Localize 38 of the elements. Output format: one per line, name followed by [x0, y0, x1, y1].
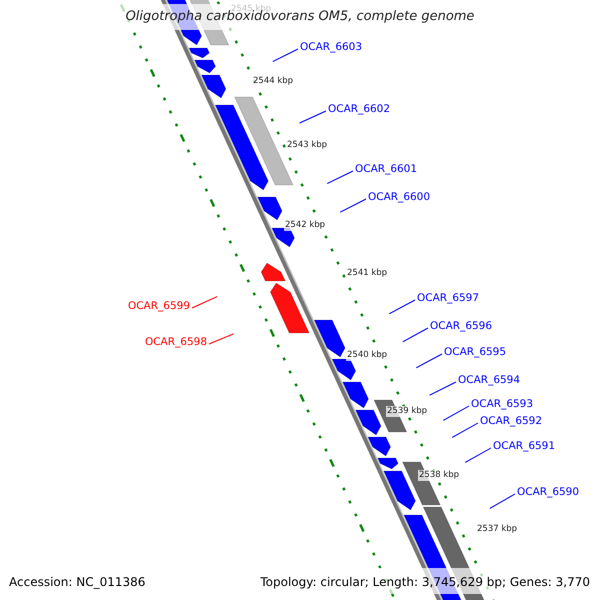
- scale-label: 2543 kbp: [286, 140, 328, 150]
- leader-line: [442, 406, 470, 421]
- gene-label: OCAR_6593: [471, 399, 534, 410]
- gene-label: OCAR_6597: [417, 293, 480, 304]
- gene-label: OCAR_6603: [300, 42, 362, 52]
- leader-line: [429, 382, 456, 396]
- leader-line: [388, 300, 416, 314]
- gene-label: OCAR_6602: [328, 104, 390, 114]
- scale-label: 2541 kbp: [346, 268, 388, 278]
- leader-line: [272, 48, 298, 62]
- gene-label: OCAR_6601: [355, 164, 418, 174]
- leader-line: [464, 448, 492, 463]
- leader-line: [326, 170, 354, 184]
- leader-line: [192, 296, 218, 308]
- leader-line: [489, 494, 516, 509]
- gene-label: OCAR_6596: [430, 321, 492, 332]
- gene-label: OCAR_6590: [517, 487, 580, 498]
- accession-text: Accession: NC_011386: [9, 576, 146, 588]
- scale-label: 2542 kbp: [284, 220, 326, 230]
- scale-label: 2537 kbp: [476, 524, 518, 534]
- gene-label: OCAR_6594: [458, 375, 520, 386]
- leader-line: [452, 422, 478, 438]
- leader-line: [340, 198, 366, 213]
- genome-stats-text: Topology: circular; Length: 3,745,629 bp; Genes: 3,770: [260, 576, 590, 588]
- leader-line: [208, 333, 234, 344]
- leader-line: [416, 354, 442, 368]
- gene-label: OCAR_6591: [493, 441, 556, 452]
- gene-label: OCAR_6599: [128, 301, 190, 312]
- scale-label: 2539 kbp: [386, 406, 428, 416]
- scale-label: 2540 kbp: [346, 350, 388, 360]
- gene-label: OCAR_6600: [368, 192, 430, 202]
- gene-label: OCAR_6598: [144, 337, 207, 348]
- leader-line: [402, 328, 428, 342]
- scale-label: 2544 kbp: [252, 76, 294, 86]
- gene-label: OCAR_6595: [444, 347, 506, 358]
- leader-line: [299, 110, 326, 124]
- gene-label: OCAR_6592: [480, 416, 542, 426]
- scale-label: 2538 kbp: [418, 470, 460, 480]
